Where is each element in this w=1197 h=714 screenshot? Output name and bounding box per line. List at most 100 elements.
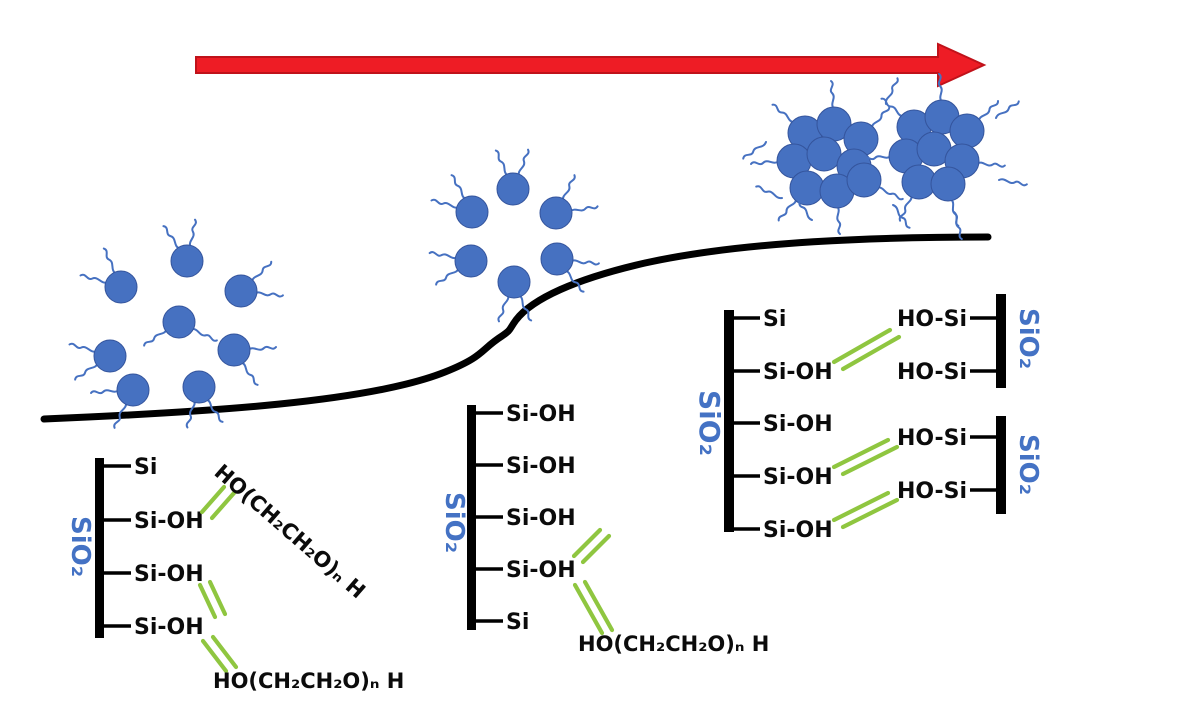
progress-arrow xyxy=(195,42,987,88)
nanoparticle xyxy=(949,113,985,149)
hydrogen-bond-line xyxy=(571,527,603,559)
nanoparticle xyxy=(162,305,196,339)
polymer-tail xyxy=(494,149,510,177)
polymer-tail xyxy=(428,251,459,260)
polymer-tail xyxy=(836,205,842,235)
polymer-tail xyxy=(185,399,196,429)
polymer-tail xyxy=(755,185,783,200)
surface-diagram-middle: Si-OH Si-OH Si-OH Si-OH Si SiO₂ HO(CH₂CH… xyxy=(439,402,769,656)
nanoparticle xyxy=(455,195,489,229)
polymer-tail xyxy=(771,103,796,124)
polymer-tail xyxy=(561,174,576,202)
branch-label: Si-OH xyxy=(134,509,204,534)
silica-bar xyxy=(724,310,734,532)
polymer-tail xyxy=(435,267,460,286)
nanoparticle xyxy=(116,373,150,407)
polymer-tail xyxy=(430,198,460,209)
polymer-tail xyxy=(79,273,109,284)
arrow-shape xyxy=(195,42,987,88)
branch-label: Si-OH xyxy=(134,562,204,587)
hydrogen-bonds xyxy=(197,484,239,674)
hydrogen-bond-line xyxy=(580,533,612,565)
polymer-tail xyxy=(892,204,911,229)
nanoparticle xyxy=(217,333,251,367)
polymer-tail xyxy=(569,259,600,266)
sio2-label: SiO₂ xyxy=(1013,308,1043,369)
branch-label: HO-Si xyxy=(897,426,967,451)
branch-label: Si-OH xyxy=(134,615,204,640)
polymer-tail xyxy=(862,155,892,161)
nanoparticle xyxy=(104,270,138,304)
polymer-tail xyxy=(880,97,905,118)
branch-label: Si-OH xyxy=(506,402,576,427)
polymer-tail xyxy=(68,342,98,353)
branch-label: HO-Si xyxy=(897,479,967,504)
polymer-tail xyxy=(102,247,118,275)
branch-label: HO-Si xyxy=(897,360,967,385)
hydrogen-bonds xyxy=(571,527,615,636)
hydrogen-bond-line xyxy=(831,437,891,470)
branch-label: Si-OH xyxy=(763,412,833,437)
nanoparticle xyxy=(539,196,573,230)
nanoparticle xyxy=(540,242,574,276)
silica-bar xyxy=(95,458,104,638)
polymer-tail xyxy=(143,328,168,347)
hydrogen-bond-line xyxy=(197,582,218,620)
branch-label: Si xyxy=(763,307,786,332)
polymer-tail xyxy=(517,294,533,322)
nanoparticle xyxy=(224,274,258,308)
polymer-tail xyxy=(937,73,943,103)
polymer-tail xyxy=(113,401,128,429)
silica-bar xyxy=(996,294,1006,388)
nanoparticle xyxy=(182,370,216,404)
nanoparticle xyxy=(497,265,531,299)
hydrogen-bond-line xyxy=(840,497,900,530)
polymer-tail xyxy=(870,105,891,130)
nanoparticle xyxy=(846,162,882,198)
branch-label: Si-OH xyxy=(763,465,833,490)
hydrogen-bond-line xyxy=(207,579,228,617)
polymer-tail xyxy=(74,362,99,381)
polymer-tail xyxy=(247,345,277,351)
polymer-tail xyxy=(568,205,599,213)
hydrogen-bonds xyxy=(831,327,902,530)
hydrogen-bond-line xyxy=(210,634,239,670)
surface-diagram-left: Si Si-OH Si-OH Si-OH SiO₂ HO(CH₂CH₂O)ₙ H… xyxy=(65,455,404,693)
polymer-tail xyxy=(953,211,963,241)
branch-label: Si-OH xyxy=(506,506,576,531)
nanoparticle xyxy=(496,172,530,206)
polymer-tail xyxy=(777,197,798,222)
polymer-tail xyxy=(162,225,181,250)
peg-label: HO(CH₂CH₂O)ₙ H xyxy=(213,669,404,693)
nanoparticle xyxy=(789,170,825,206)
polymer-tail xyxy=(794,196,813,221)
particle-cluster-ring xyxy=(428,148,600,323)
nanoparticle xyxy=(170,244,204,278)
sio2-label: SiO₂ xyxy=(693,390,726,456)
branch-label: Si-OH xyxy=(763,518,833,543)
hydrogen-bond-line xyxy=(840,334,902,372)
branch-label: Si-OH xyxy=(506,558,576,583)
branch-label: Si xyxy=(134,455,157,480)
hydrogen-bond-line xyxy=(572,582,605,636)
polymer-tail xyxy=(977,100,1000,123)
silica-bar xyxy=(467,405,476,630)
peg-label-diagonal: HO(CH₂CH₂O)ₙ H xyxy=(210,460,370,604)
free-polymer-tails xyxy=(742,77,1028,241)
polymer-tail xyxy=(190,327,218,342)
polymer-tail xyxy=(564,269,585,293)
polymer-tail xyxy=(875,186,904,201)
polymer-tail xyxy=(253,291,284,298)
particle-cluster-aggregate-b xyxy=(862,73,1006,227)
hydrogen-bond-line xyxy=(199,484,227,515)
surface-diagram-right: Si Si-OH Si-OH Si-OH Si-OH SiO₂ HO-Si HO… xyxy=(693,294,1043,543)
polymer-tail xyxy=(250,260,273,284)
polymer-tail xyxy=(497,293,510,323)
transition-curve xyxy=(40,233,992,423)
silica-bar xyxy=(996,416,1006,514)
polymer-tail xyxy=(742,141,767,160)
nanoparticle xyxy=(93,339,127,373)
nanoparticle xyxy=(806,136,842,172)
polymer-tail xyxy=(90,389,120,395)
